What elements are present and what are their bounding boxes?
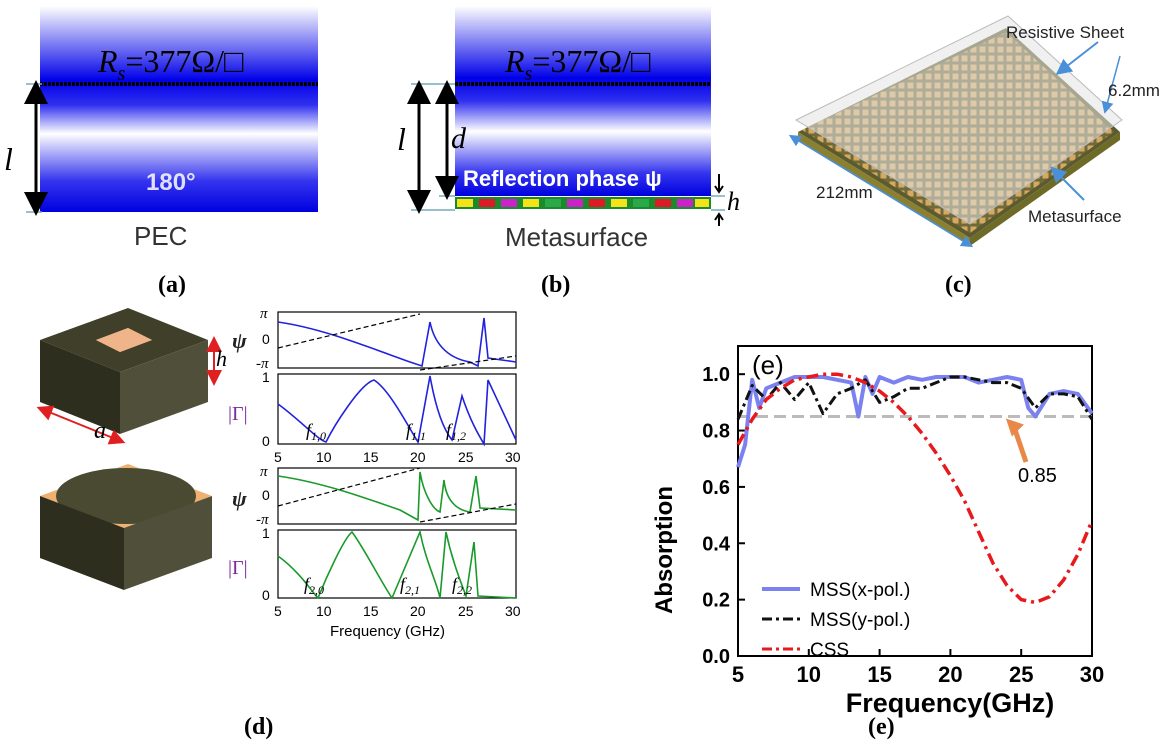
y-tick-label: 0.0	[702, 646, 730, 668]
panel-d-figure: a h f1,0 f1,1 f1,2 ψ π 0 -π |Γ| 1 0	[36, 306, 521, 640]
d-label: d	[451, 122, 467, 155]
y-tick-label: 0.8	[702, 421, 730, 443]
y-tick-label: 0.4	[702, 533, 731, 555]
svg-text:ψ: ψ	[232, 486, 247, 511]
caption-a: (a)	[158, 272, 186, 298]
h-label: h	[216, 346, 227, 371]
resistive-sheet-label: Resistive Sheet	[1006, 23, 1124, 42]
a-label: a	[94, 418, 106, 444]
svg-text:π: π	[260, 464, 268, 480]
panel-d-xlabel: Frequency (GHz)	[330, 623, 445, 640]
caption-e: (e)	[868, 714, 895, 740]
svg-text:0: 0	[262, 587, 270, 603]
series-mss-x-pol-line	[736, 375, 1094, 468]
svg-text:5: 5	[274, 603, 282, 619]
svg-text:15: 15	[363, 449, 379, 465]
legend: MSS(x-pol.) MSS(y-pol.) CSS	[762, 580, 910, 661]
h-label: h	[727, 187, 740, 216]
plot-frame	[737, 345, 1093, 657]
resistive-sheet	[794, 15, 1123, 225]
svg-text:20: 20	[410, 603, 426, 619]
svg-text:15: 15	[363, 603, 379, 619]
caption-d: (d)	[244, 714, 274, 740]
y-axis-label: Absorption	[651, 486, 678, 614]
caption-b: (b)	[541, 272, 571, 298]
y-tick-label: 0.2	[702, 590, 730, 612]
svg-text:0: 0	[262, 433, 270, 449]
legend-label-css: CSS	[810, 640, 849, 661]
mode1-phase-curve	[277, 317, 517, 368]
metasurface-label: Metasurface	[1028, 207, 1122, 226]
l-label: l	[397, 121, 406, 157]
legend-label-x-pol: MSS(x-pol.)	[810, 580, 910, 601]
svg-text:30: 30	[505, 603, 521, 619]
mode1-f0: f1,0	[306, 420, 326, 443]
metasurface-strip	[455, 197, 711, 209]
svg-text:5: 5	[274, 449, 282, 465]
svg-text:30: 30	[505, 449, 521, 465]
series-css-line	[736, 372, 1094, 605]
chart-inner-label: (e)	[752, 350, 784, 380]
mode2-phase-dashed	[277, 467, 517, 523]
mode2-phase-curve	[277, 471, 517, 522]
legend-label-y-pol: MSS(y-pol.)	[810, 610, 910, 631]
svg-text:-π: -π	[256, 356, 269, 372]
x-axis-label: Frequency(GHz)	[846, 688, 1055, 718]
mode2-f2: f2,2	[452, 574, 472, 597]
svg-text:20: 20	[410, 449, 426, 465]
svg-text:|Γ|: |Γ|	[228, 557, 248, 579]
mode1-f1: f1,1	[406, 420, 426, 443]
unit-cell-square-patch	[36, 308, 222, 445]
x-tick-label: 30	[1080, 662, 1104, 687]
length-label: l	[4, 141, 13, 177]
mode2-plots: f2,0 f2,1 f2,2 ψ π 0 -π |Γ| 1 0 5 10 15 …	[228, 464, 521, 640]
sheet-resistance-label: Rs=377Ω/□	[504, 43, 651, 85]
metasurface-label: Metasurface	[505, 222, 648, 252]
svg-text:-π: -π	[256, 512, 269, 528]
thickness-label: 6.2mm	[1108, 81, 1160, 100]
size-label: 212mm	[816, 183, 873, 202]
threshold-label: 0.85	[1018, 465, 1057, 487]
reflection-phase-label: Reflection phase ψ	[463, 166, 662, 191]
svg-text:1: 1	[262, 525, 270, 541]
sheet-resistance-label: Rs=377Ω/□	[97, 43, 244, 85]
mode1-gamma-curve	[277, 375, 517, 447]
x-tick-label: 15	[867, 662, 891, 687]
svg-text:25: 25	[458, 449, 474, 465]
pec-label: PEC	[134, 221, 187, 251]
x-tick-label: 20	[938, 662, 962, 687]
caption-c: (c)	[945, 272, 972, 298]
x-tick-label: 10	[797, 662, 821, 687]
panel-b-diagram: l d Rs=377Ω/□ Reflection phase ψ h Metas…	[397, 6, 740, 252]
absorption-chart: 5 10 15 20 25 30 0.0 0.2 0.4 0.6 0.8 1.0 (e) 0.85 A…	[651, 345, 1104, 718]
unit-cell-circular-patch	[40, 464, 212, 590]
series-mss-y-pol-line	[736, 375, 1094, 421]
y-tick-label: 1.0	[702, 364, 730, 386]
mode1-phase-dashed	[277, 313, 517, 371]
mode2-f1: f2,1	[400, 574, 420, 597]
x-tick-label: 5	[732, 662, 744, 687]
svg-text:0: 0	[262, 487, 270, 503]
svg-text:1: 1	[262, 369, 270, 385]
y-tick-label: 0.6	[702, 477, 730, 499]
x-tick-label: 25	[1009, 662, 1033, 687]
panel-a-diagram: l Rs=377Ω/□ 180° PEC	[4, 6, 318, 251]
threshold-arrow-head	[1005, 418, 1024, 437]
mode1-plots: f1,0 f1,1 f1,2 ψ π 0 -π |Γ| 1 0 5 10 15 …	[228, 306, 521, 465]
mode2-f0: f2,0	[304, 574, 324, 597]
mode2-gamma-curve	[277, 529, 517, 600]
psi-axis-label: ψ	[232, 328, 247, 353]
phase-label: 180°	[146, 169, 196, 196]
svg-text:25: 25	[458, 603, 474, 619]
gamma-axis-label: |Γ|	[228, 403, 248, 425]
svg-text:10: 10	[316, 603, 332, 619]
svg-text:10: 10	[316, 449, 332, 465]
mode1-f2: f1,2	[446, 420, 466, 443]
svg-text:0: 0	[262, 331, 270, 347]
panel-c-diagram: Resistive Sheet 6.2mm 212mm Metasurface	[788, 15, 1160, 248]
svg-text:π: π	[260, 306, 268, 322]
